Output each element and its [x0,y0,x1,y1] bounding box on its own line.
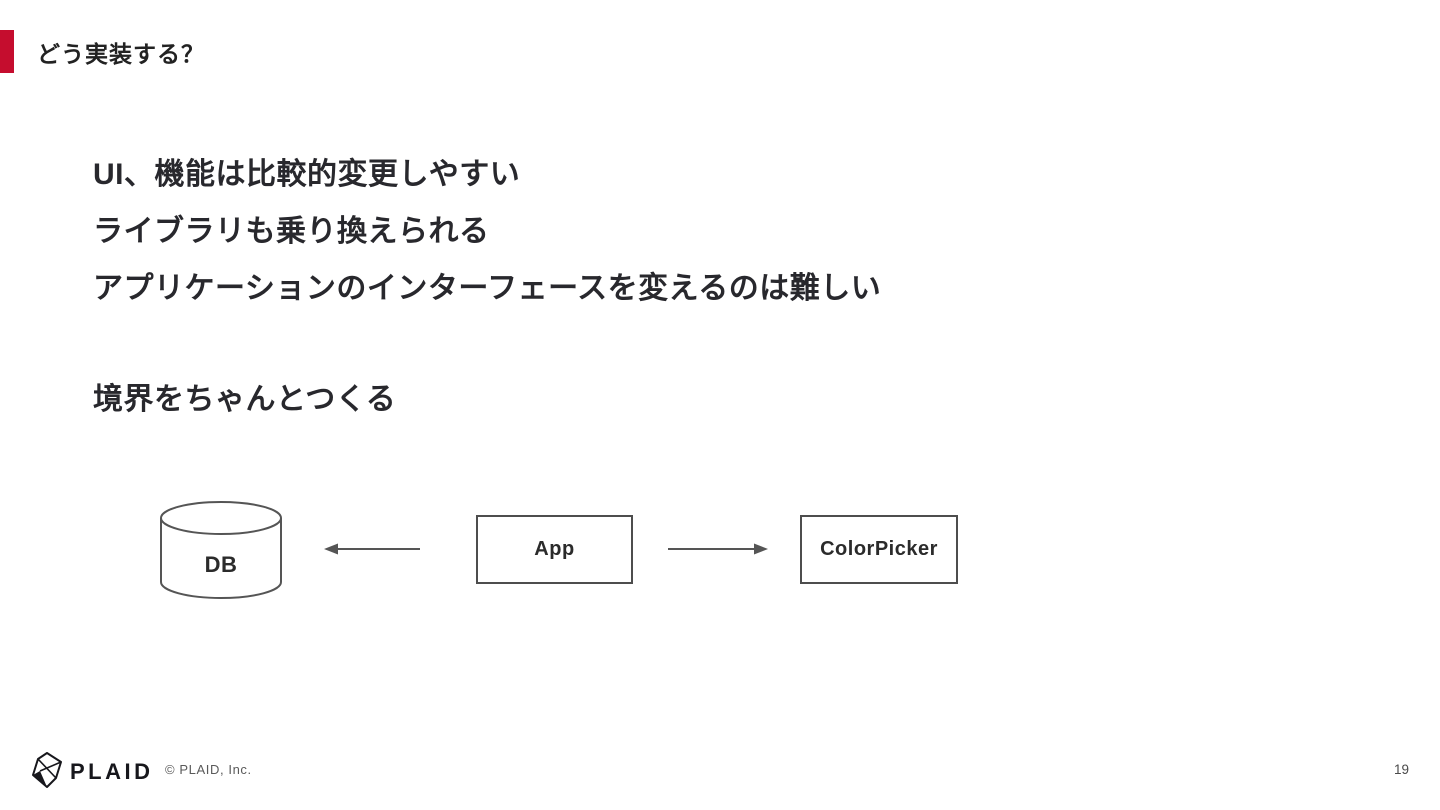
arrow-left-icon [324,543,420,555]
db-cylinder-node: DB [159,500,283,600]
body-text-block: UI、機能は比較的変更しやすい ライブラリも乗り換えられる アプリケーションのイ… [93,160,881,442]
page-number: 19 [1393,762,1409,777]
page-title: どう実装する？ [37,41,205,67]
db-node-label: DB [204,552,238,577]
title-accent-bar [0,30,14,73]
plaid-logo-icon [32,752,62,788]
body-line-emphasis: 境界をちゃんとつくる [93,383,397,416]
colorpicker-node: ColorPicker [800,515,958,584]
colorpicker-node-label: ColorPicker [820,538,938,560]
body-line-2: ライブラリも乗り換えられる [93,215,490,248]
slide-footer: PLAID © PLAID, Inc. 19 [0,750,1440,810]
database-cylinder-icon [160,501,282,599]
body-line-3: アプリケーションのインターフェースを変えるのは難しい [93,272,882,305]
body-line-1: UI、機能は比較的変更しやすい [93,158,521,191]
plaid-wordmark: PLAID [70,759,154,784]
app-node: App [476,515,633,584]
app-node-label: App [534,538,575,560]
arrow-right-icon [668,543,768,555]
copyright-text: © PLAID, Inc. [165,762,252,777]
